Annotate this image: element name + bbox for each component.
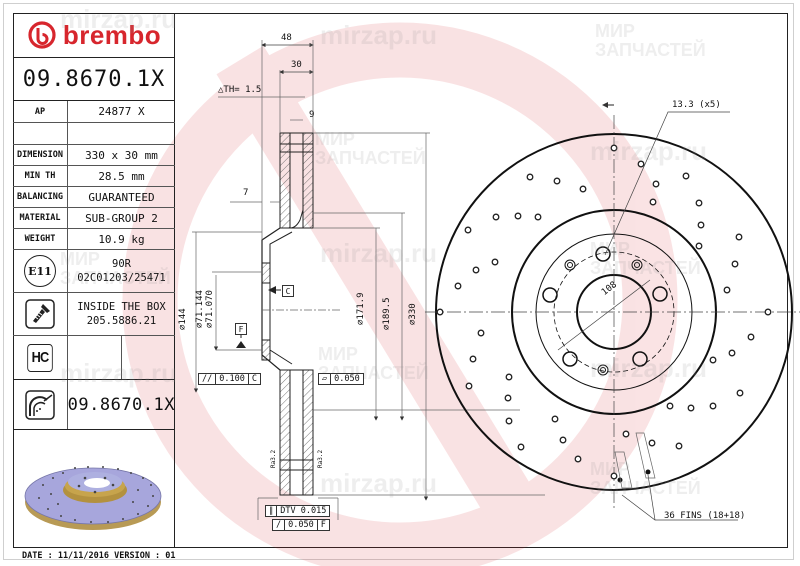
spec-row-e11: E11 90R 02C01203/25471 xyxy=(13,250,175,293)
tolerance-runout: / 0.050 F xyxy=(272,519,330,531)
spec-row-disc-pn: 09.8670.1X xyxy=(13,380,175,430)
roughness-right: Ra3.2 xyxy=(317,449,324,468)
spec-value: 330 x 30 mm xyxy=(85,148,158,162)
spec-value: 24877 X xyxy=(98,105,145,118)
spec-row-empty xyxy=(13,123,175,145)
spec-row-material: MATERIAL SUB-GROUP 2 xyxy=(13,208,175,229)
date-version-footer: DATE : 11/11/2016 VERSION : 01 xyxy=(22,551,176,561)
hole-callout: 13.3 (x5) xyxy=(672,100,721,110)
spec-label: MATERIAL xyxy=(13,208,68,228)
e11-approval-number: 02C01203/25471 xyxy=(77,272,166,284)
spec-row-screw: INSIDE THE BOX 205.5886.21 xyxy=(13,293,175,336)
dim-overall-width: 48 xyxy=(281,33,292,43)
sheet-outer-border xyxy=(3,3,794,560)
dim-offset: 7 xyxy=(243,188,249,198)
brand-name: brembo xyxy=(62,19,162,50)
datum-f: F xyxy=(235,323,247,335)
spec-row-hc: HC xyxy=(13,336,175,380)
spec-value: 28.5 mm xyxy=(98,169,145,183)
dia-189-5: ⌀189.5 xyxy=(382,297,392,330)
spec-row-min-th: MIN TH 28.5 mm xyxy=(13,166,175,187)
tolerance-dtv: ∥ DTV 0.015 xyxy=(265,505,331,517)
brembo-logo-icon xyxy=(28,21,56,49)
disc-part-number: 09.8670.1X xyxy=(67,394,175,415)
spec-table: brembo 09.8670.1X AP 24877 X DIMENSION 3… xyxy=(13,13,175,548)
delta-th-label: △TH= 1.5 xyxy=(218,85,262,95)
spec-label: DIMENSION xyxy=(13,145,68,165)
spec-value: SUB-GROUP 2 xyxy=(85,211,158,225)
e11-approval-icon: E11 xyxy=(24,255,56,287)
screw-icon xyxy=(25,299,55,329)
spec-label: BALANCING xyxy=(13,187,68,207)
dia-71-070: ⌀71.070 xyxy=(205,290,215,328)
dim-vane-width: 9 xyxy=(309,110,315,120)
dim-disc-thickness: 30 xyxy=(291,60,302,70)
tolerance-parallelism: // 0.100 C xyxy=(198,373,261,385)
dia-71-144: ⌀71.144 xyxy=(195,290,205,328)
fins-callout: 36 FINS (18+18) xyxy=(664,511,746,521)
spec-value: GUARANTEED xyxy=(88,190,155,204)
disc-render-image xyxy=(24,466,162,530)
brand-header: brembo xyxy=(13,13,175,58)
dia-330: ⌀330 xyxy=(408,303,418,325)
e11-code: 90R xyxy=(112,257,131,270)
disc-3d-render xyxy=(13,430,175,548)
spec-row-balancing: BALANCING GUARANTEED xyxy=(13,187,175,208)
roughness-left: Ra3.2 xyxy=(270,449,277,468)
dia-144: ⌀144 xyxy=(178,308,188,330)
spec-row-weight: WEIGHT 10.9 kg xyxy=(13,229,175,250)
spec-value: 10.9 kg xyxy=(98,232,145,246)
spec-row-ap: AP 24877 X xyxy=(13,101,175,123)
disc-pad-icon xyxy=(25,389,55,420)
spec-row-dimension: DIMENSION 330 x 30 mm xyxy=(13,145,175,166)
screw-part-number: 205.5886.21 xyxy=(86,315,157,327)
section-view xyxy=(261,132,314,496)
tolerance-flatness: ▱ 0.050 xyxy=(318,373,364,385)
hc-icon: HC xyxy=(27,343,53,372)
datum-c: C xyxy=(282,285,294,297)
dia-171-9: ⌀171.9 xyxy=(356,292,366,325)
spec-label xyxy=(13,123,68,144)
sheet-inner-border xyxy=(13,13,788,548)
spec-label: WEIGHT xyxy=(13,229,68,249)
spec-label: AP xyxy=(13,101,68,122)
screw-note: INSIDE THE BOX xyxy=(77,300,166,313)
spec-label: MIN TH xyxy=(13,166,68,186)
part-number: 09.8670.1X xyxy=(13,58,175,101)
front-view xyxy=(425,102,800,521)
